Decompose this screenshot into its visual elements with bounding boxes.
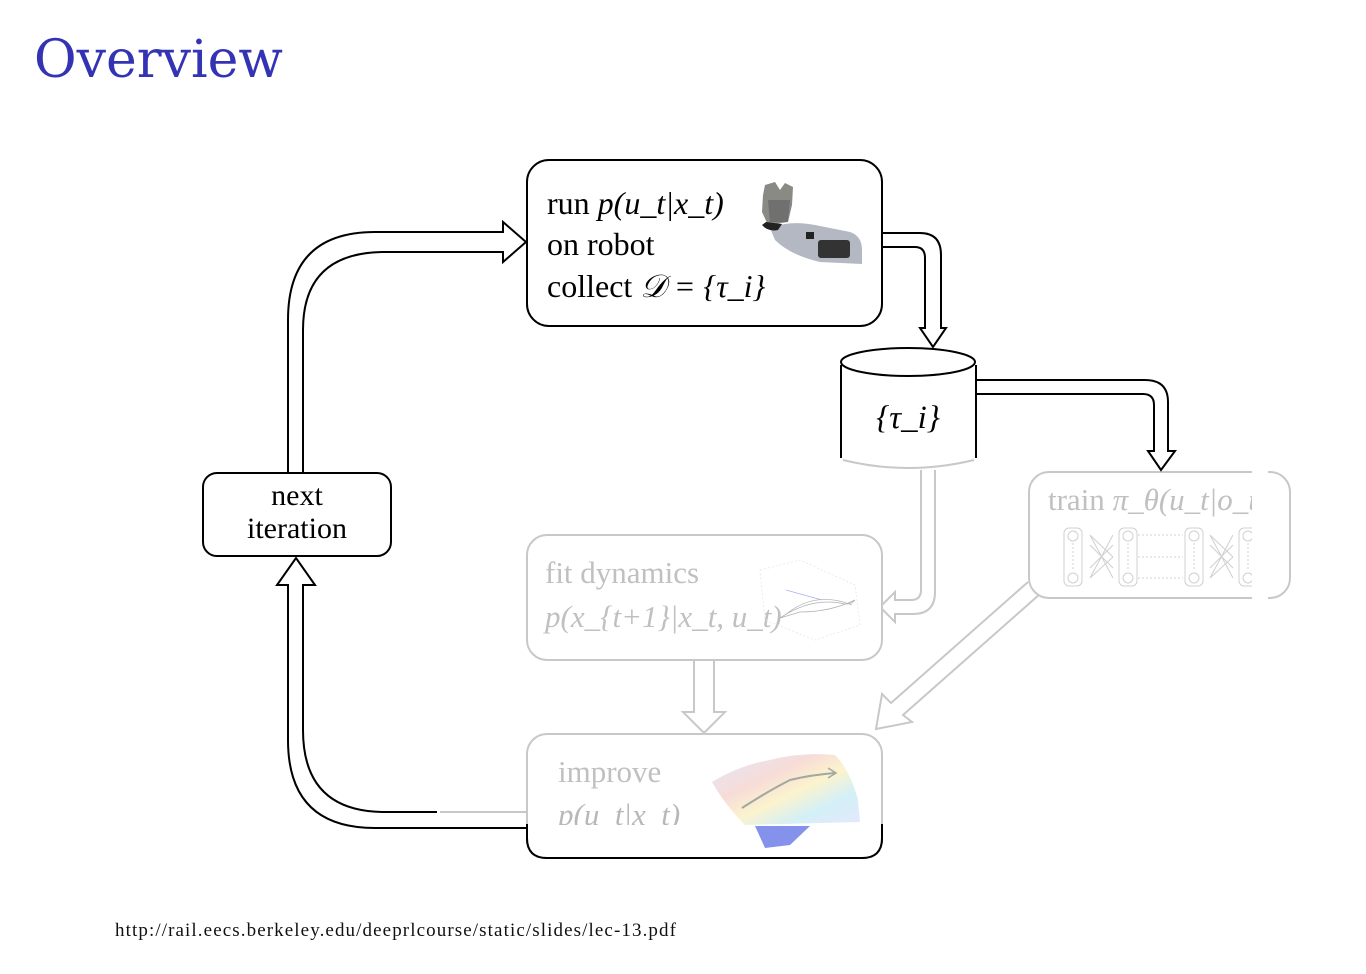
iteration-label: iteration xyxy=(247,512,347,545)
node-train-policy[interactable]: train π_θ(u_t|o_t) xyxy=(1028,470,1291,600)
edge-next-to-run[interactable] xyxy=(287,219,528,473)
dynamics-plot-icon xyxy=(759,559,861,641)
dataset-label: {τ_i} xyxy=(876,400,940,436)
improve-label: improve xyxy=(558,754,661,789)
fit-dynamics-label: fit dynamics xyxy=(545,555,699,590)
edge-dataset-to-fit-dynamics xyxy=(878,470,936,625)
run-line2: on robot xyxy=(547,226,655,262)
svg-text:run p(u_t|x_t): run p(u_t|x_t) xyxy=(547,185,724,221)
node-run-policy[interactable]: run p(u_t|x_t) on robot collect 𝒟 = {τ_i… xyxy=(526,159,883,327)
collect-label: collect xyxy=(547,268,640,304)
edge-fit-dynamics-to-improve xyxy=(680,660,728,735)
edge-improve-to-next[interactable] xyxy=(275,556,527,829)
run-math: p(u_t|x_t) xyxy=(596,185,724,221)
edge-dataset-to-train[interactable] xyxy=(976,379,1177,472)
faded-layer: fit dynamics p(x_{t+1}|x_t, u_t) improve… xyxy=(526,470,1291,859)
robot-arm-icon xyxy=(762,182,862,264)
collect-math: 𝒟 = {τ_i} xyxy=(640,268,765,304)
slide-title: Overview xyxy=(34,30,283,90)
node-fit-dynamics[interactable]: fit dynamics p(x_{t+1}|x_t, u_t) xyxy=(526,534,883,661)
source-url[interactable]: http://rail.eecs.berkeley.edu/deeprlcour… xyxy=(115,920,678,941)
train-math: π_θ(u_t|o_t) xyxy=(1113,482,1268,517)
node-dataset[interactable]: {τ_i} xyxy=(840,347,977,469)
edge-train-to-improve xyxy=(874,581,1041,731)
train-label: train xyxy=(1048,482,1113,517)
fit-dynamics-math: p(x_{t+1}|x_t, u_t) xyxy=(543,599,782,634)
edge-run-to-dataset[interactable] xyxy=(882,232,948,349)
run-label: run xyxy=(547,185,598,221)
cost-surface-lower xyxy=(755,826,810,848)
svg-text:collect 𝒟 = {τ_i}: collect 𝒟 = {τ_i} xyxy=(547,268,766,304)
svg-text:train π_θ(u_t|o_t): train π_θ(u_t|o_t) xyxy=(1048,482,1267,517)
node-next-iteration[interactable]: next iteration xyxy=(202,472,392,557)
next-label: next xyxy=(271,479,323,512)
